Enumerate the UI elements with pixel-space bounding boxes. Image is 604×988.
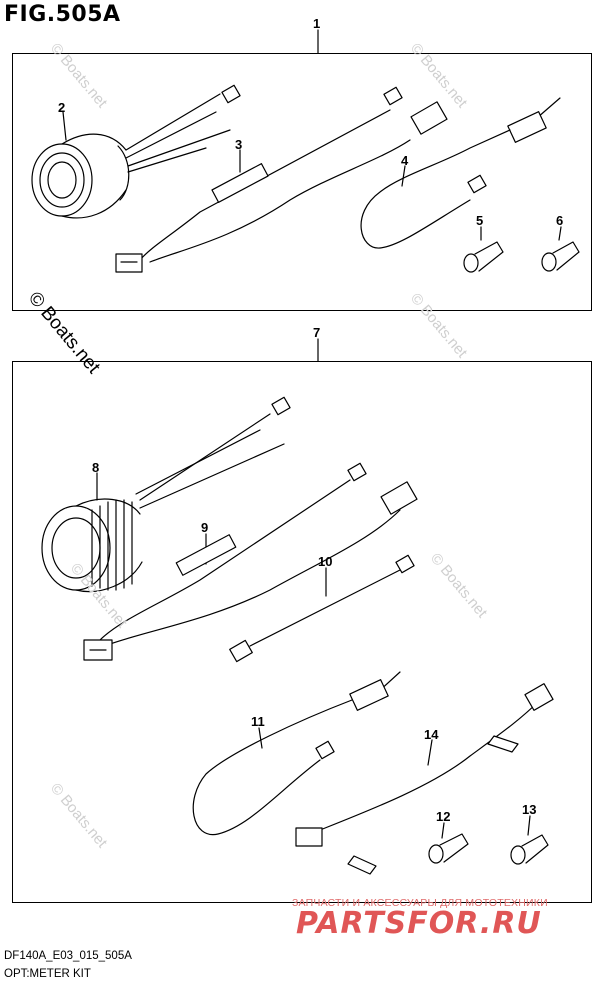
wire-harness-icon: [295, 683, 554, 875]
callout-6: 6: [556, 213, 564, 228]
wire-harness-icon: [83, 462, 418, 661]
cap-icon: [463, 241, 504, 273]
cap-icon: [428, 833, 469, 864]
gauge-icon: [41, 396, 291, 593]
callout-4: 4: [401, 153, 409, 168]
callout-1: 1: [313, 16, 321, 31]
wire-harness-icon: [115, 86, 448, 273]
gauge-icon: [31, 84, 241, 219]
callout-13: 13: [522, 802, 537, 817]
wire-harness-icon: [229, 554, 415, 663]
cap-icon: [541, 241, 580, 272]
callout-3: 3: [235, 137, 243, 152]
figure-title: FIG.505A: [4, 2, 121, 27]
cap-icon: [510, 834, 549, 865]
callout-10: 10: [318, 554, 333, 569]
shop-caption: ЗАПЧАСТИ И АКСЕССУАРЫ ДЛЯ МОТОТЕХНИКИ: [292, 897, 548, 909]
shop-logo: PARTSFOR.RU: [296, 906, 542, 941]
wire-harness-icon: [192, 671, 401, 836]
callout-2: 2: [58, 100, 66, 115]
callout-12: 12: [436, 809, 451, 824]
callout-7: 7: [313, 325, 321, 340]
kit-frame-7: [12, 361, 592, 903]
wire-harness-icon: [360, 97, 561, 249]
diagram-code: DF140A_E03_015_505A: [4, 950, 132, 962]
callout-14: 14: [424, 727, 439, 742]
kit-frame-1: [12, 53, 592, 311]
callout-11: 11: [251, 714, 265, 729]
callout-9: 9: [201, 520, 209, 535]
callout-8: 8: [92, 460, 100, 475]
kit-caption: OPT:METER KIT: [4, 968, 91, 980]
callout-5: 5: [476, 213, 484, 228]
